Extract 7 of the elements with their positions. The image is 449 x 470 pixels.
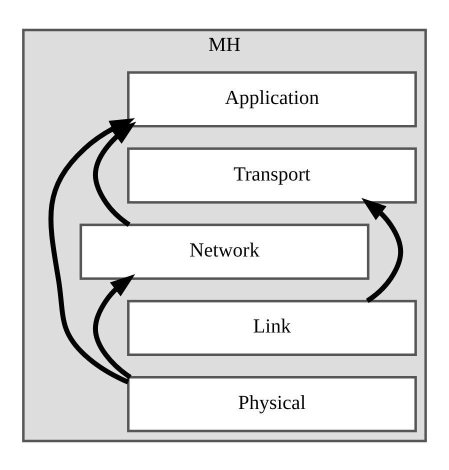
node-box: Link bbox=[127, 299, 417, 356]
node-box: Physical bbox=[127, 376, 417, 432]
node-box: Transport bbox=[127, 146, 417, 204]
arrow bbox=[48, 118, 135, 384]
node-box: Network bbox=[80, 223, 370, 280]
node-box: Application bbox=[127, 70, 417, 127]
arrow bbox=[92, 274, 136, 379]
